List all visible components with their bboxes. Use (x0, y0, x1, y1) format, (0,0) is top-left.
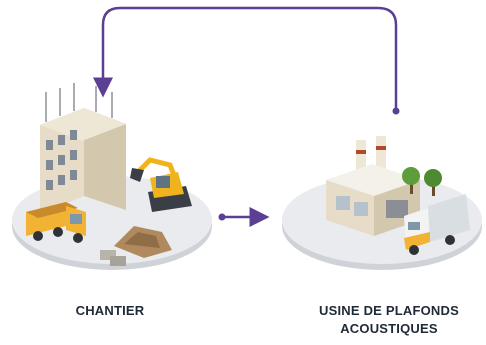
dump-truck (26, 202, 86, 243)
factory-illustration (282, 136, 482, 270)
factory-label-line2: ACOUSTIQUES (340, 321, 438, 336)
factory-building (326, 164, 420, 236)
construction-site-illustration (12, 83, 212, 270)
factory-label: USINE DE PLAFONDS ACOUSTIQUES (292, 302, 486, 338)
excavator (130, 157, 192, 212)
factory-chimneys (356, 136, 386, 174)
forward-start-dot (218, 213, 226, 221)
rubble-pile (100, 226, 172, 266)
delivery-truck (404, 194, 470, 255)
loop-start-dot (392, 107, 400, 115)
return-loop-arrow (93, 6, 398, 110)
factory-label-line1: USINE DE PLAFONDS (319, 303, 459, 318)
site-label: CHANTIER (75, 303, 145, 318)
building-frame (40, 83, 126, 214)
trees (402, 167, 442, 196)
